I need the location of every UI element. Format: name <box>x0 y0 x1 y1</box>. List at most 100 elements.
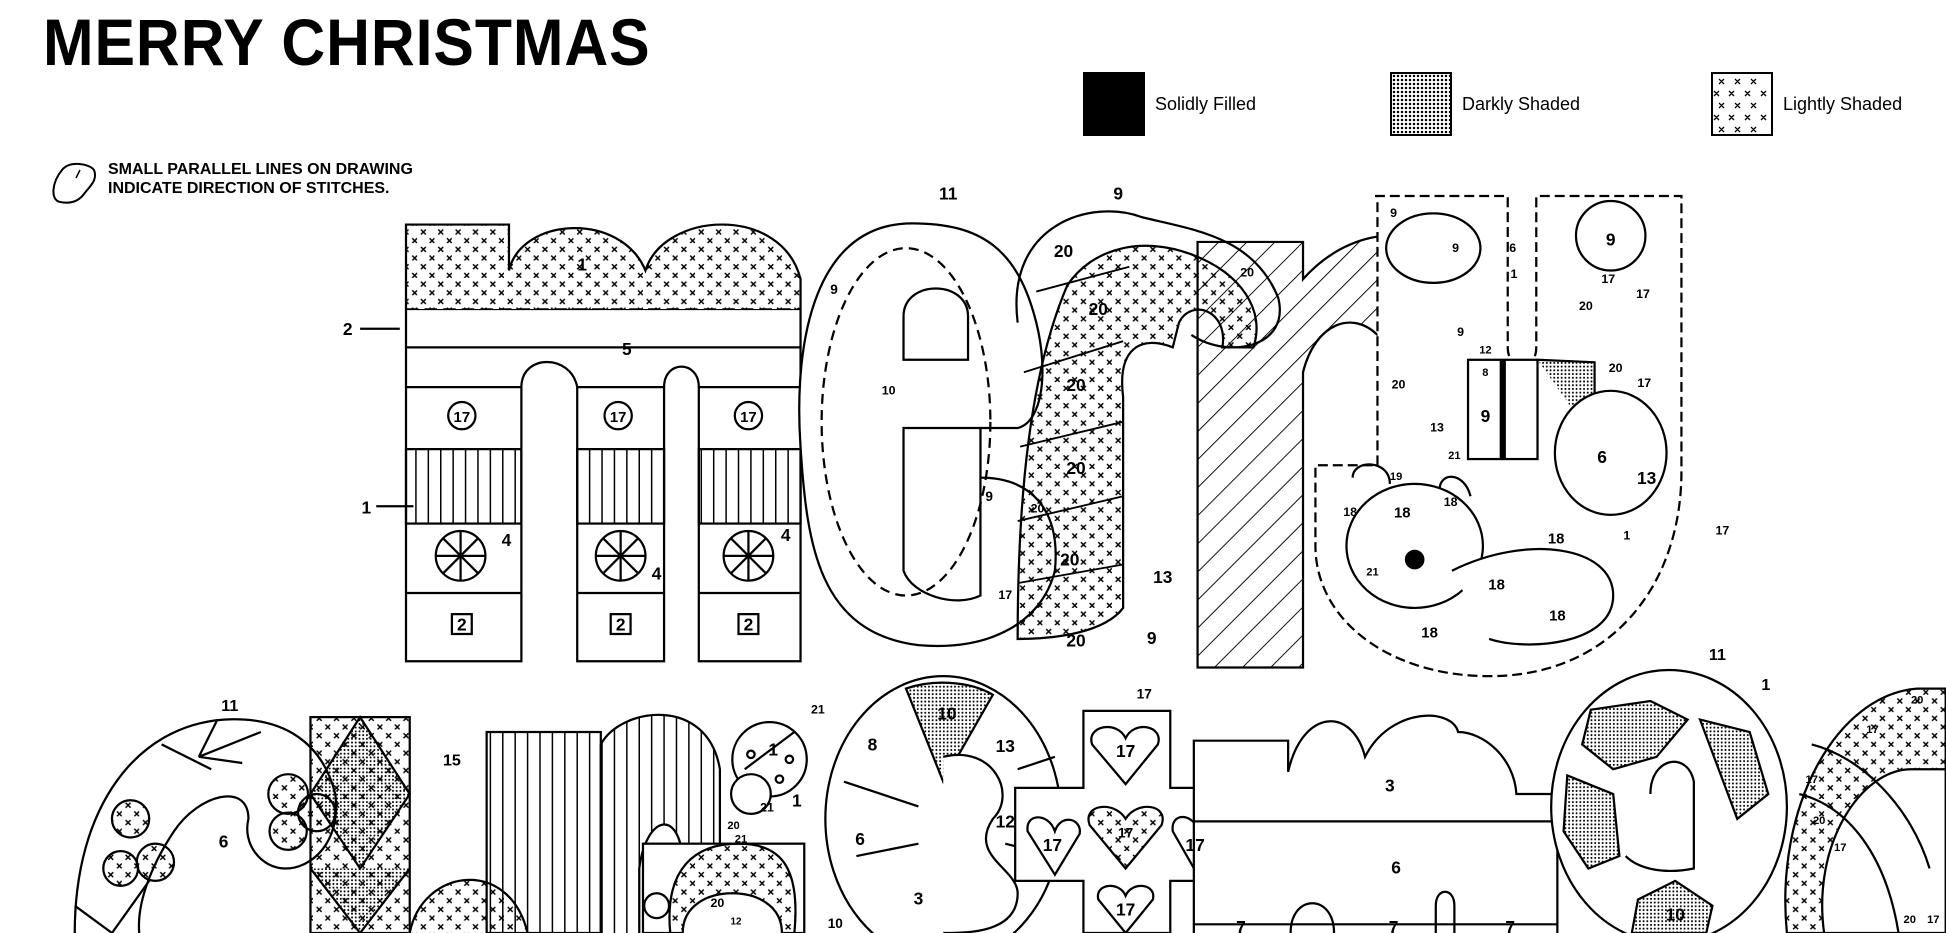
label: 18 <box>1548 531 1565 547</box>
label: 20 <box>1392 377 1406 391</box>
label: 17 <box>1927 914 1939 926</box>
label: 21 <box>760 800 774 814</box>
legend-label: Darkly Shaded <box>1462 93 1581 114</box>
wreath <box>1784 687 1946 933</box>
heart-cross <box>1014 709 1243 933</box>
label: 9 <box>985 489 993 504</box>
letter-m <box>360 223 802 663</box>
house <box>1192 714 1559 933</box>
label: 1 <box>1510 267 1517 281</box>
wheel-icon <box>594 529 647 582</box>
label: 20 <box>711 896 725 910</box>
legend-label: Lightly Shaded <box>1783 93 1903 114</box>
label: 18 <box>1549 608 1566 624</box>
label: 4 <box>502 530 512 550</box>
label: 17 <box>610 410 627 426</box>
label: 20 <box>1240 266 1254 280</box>
label: 12 <box>996 812 1015 832</box>
label: 10 <box>882 384 896 398</box>
label: 1 <box>1761 676 1770 694</box>
label: 9 <box>1452 241 1459 255</box>
label: 20 <box>1609 361 1623 375</box>
label: 20 <box>1579 299 1593 313</box>
label: 1 <box>768 740 778 760</box>
label: 20 <box>727 820 739 832</box>
label: 18 <box>1343 505 1357 519</box>
label: 20 <box>1911 694 1923 706</box>
label: 18 <box>1394 505 1411 521</box>
argyle-column <box>309 715 529 933</box>
label: 17 <box>1601 272 1615 286</box>
label: 2 <box>343 319 353 339</box>
label: 9 <box>1481 406 1491 426</box>
legend-label: Solidly Filled <box>1155 93 1257 114</box>
stitch-direction-note: SMALL PARALLEL LINES ON DRAWING INDICATE… <box>50 160 413 206</box>
note-line-1: SMALL PARALLEL LINES ON DRAWING <box>108 161 413 178</box>
label: 8 <box>1482 367 1488 379</box>
label: 18 <box>1488 577 1505 593</box>
label: 10 <box>1666 905 1685 925</box>
label: 19 <box>1390 471 1402 483</box>
label: 7 <box>1236 917 1246 933</box>
label: 17 <box>1137 687 1152 702</box>
diagram-labels: 1 2 5 17 17 17 1 4 4 4 2 2 2 11 9 10 9 2… <box>219 184 1940 933</box>
light-shade-swatch <box>1711 72 1773 136</box>
label: 9 <box>1606 230 1616 250</box>
label: 21 <box>735 833 747 845</box>
label: 11 <box>939 184 958 204</box>
label: 21 <box>1366 567 1378 579</box>
wheel-icon <box>434 529 487 582</box>
label: 18 <box>1444 495 1458 509</box>
label: 6 <box>1391 857 1401 877</box>
label: 9 <box>1457 325 1464 339</box>
dark-shade-swatch <box>1390 72 1452 136</box>
label: 17 <box>1834 842 1846 854</box>
label: 2 <box>616 614 626 634</box>
label: 12 <box>1479 345 1491 357</box>
label: 13 <box>996 736 1016 756</box>
label: 8 <box>868 735 878 755</box>
label: 17 <box>1637 376 1651 390</box>
label: 20 <box>1054 241 1073 261</box>
letter-e <box>798 222 1057 648</box>
label: 15 <box>443 752 461 770</box>
label: 17 <box>1866 724 1878 736</box>
label: 7 <box>1389 917 1399 933</box>
label: 9 <box>830 282 838 297</box>
label: 6 <box>1509 241 1516 255</box>
label: 20 <box>1813 815 1825 827</box>
label: 9 <box>1113 184 1123 204</box>
label: 9 <box>1390 206 1397 220</box>
legend-light: Lightly Shaded <box>1711 72 1902 136</box>
label: 17 <box>1116 741 1135 761</box>
label: 21 <box>811 702 825 716</box>
label: 17 <box>1116 900 1135 920</box>
label: 5 <box>622 339 632 359</box>
label: 21 <box>1448 450 1460 462</box>
solid-fill-swatch <box>1083 72 1145 136</box>
label: 10 <box>937 704 956 724</box>
stitch-shape-icon <box>52 163 96 204</box>
label: 12 <box>731 916 743 927</box>
label: 17 <box>454 410 471 426</box>
label: 11 <box>221 697 238 715</box>
letter-c <box>73 718 338 933</box>
label: 6 <box>219 831 229 851</box>
letter-h <box>485 713 806 933</box>
label: 17 <box>1715 524 1729 538</box>
label: 2 <box>744 614 754 634</box>
label: 9 <box>1147 628 1157 648</box>
label: 3 <box>914 888 924 908</box>
label: 20 <box>1904 914 1916 926</box>
label: 17 <box>1185 835 1204 855</box>
label: 6 <box>855 829 865 849</box>
legend-dark: Darkly Shaded <box>1390 72 1580 136</box>
label: 17 <box>1118 825 1133 840</box>
label: 6 <box>1597 447 1607 467</box>
label: 7 <box>1505 917 1515 933</box>
label: 20 <box>1066 458 1085 478</box>
label: 20 <box>1060 550 1079 570</box>
label: 17 <box>1636 287 1650 301</box>
label: 4 <box>652 563 662 583</box>
